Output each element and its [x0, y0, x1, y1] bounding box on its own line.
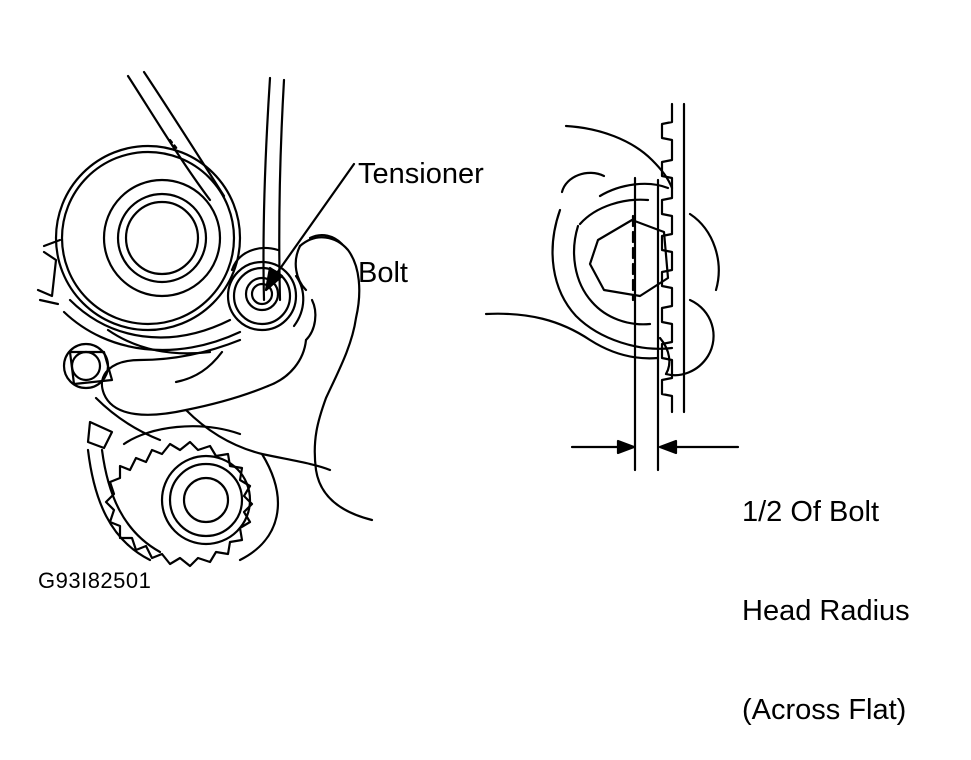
timing-belt-teeth: [660, 102, 674, 414]
hex-bolt-head: [588, 218, 670, 298]
upper-pulley: [54, 144, 242, 332]
figure-id: G93I82501: [38, 568, 152, 593]
bolt-head-offset-label-line-1: 1/2 Of Bolt: [742, 496, 880, 528]
timing-belt-upper-run: [126, 74, 212, 202]
timing-belt-tensioner-diagram: [36, 70, 740, 568]
tensioner-pulley: [226, 246, 305, 332]
tensioner-bolt-label-line-2: Bolt: [358, 257, 408, 289]
timing-belt-side-run: [262, 76, 272, 302]
tensioner-detail-view: [484, 102, 740, 472]
engine-front-assembly: [36, 70, 374, 568]
bolt-head-offset-label-line-2: Head Radius: [742, 595, 910, 627]
bolt-head-offset-label: 1/2 Of Bolt Head Radius (Across Flat): [742, 430, 910, 760]
tensioner-bolt-label: Tensioner Bolt: [358, 92, 484, 323]
idler-pulley-left: [62, 342, 114, 390]
crankshaft-sprocket: [104, 440, 254, 568]
bolt-head-offset-label-line-3: (Across Flat): [742, 694, 907, 726]
tensioner-bolt-label-line-1: Tensioner: [358, 158, 484, 190]
dimension-arrows: [570, 439, 740, 455]
tensioner-bolt-leader: [264, 162, 356, 292]
